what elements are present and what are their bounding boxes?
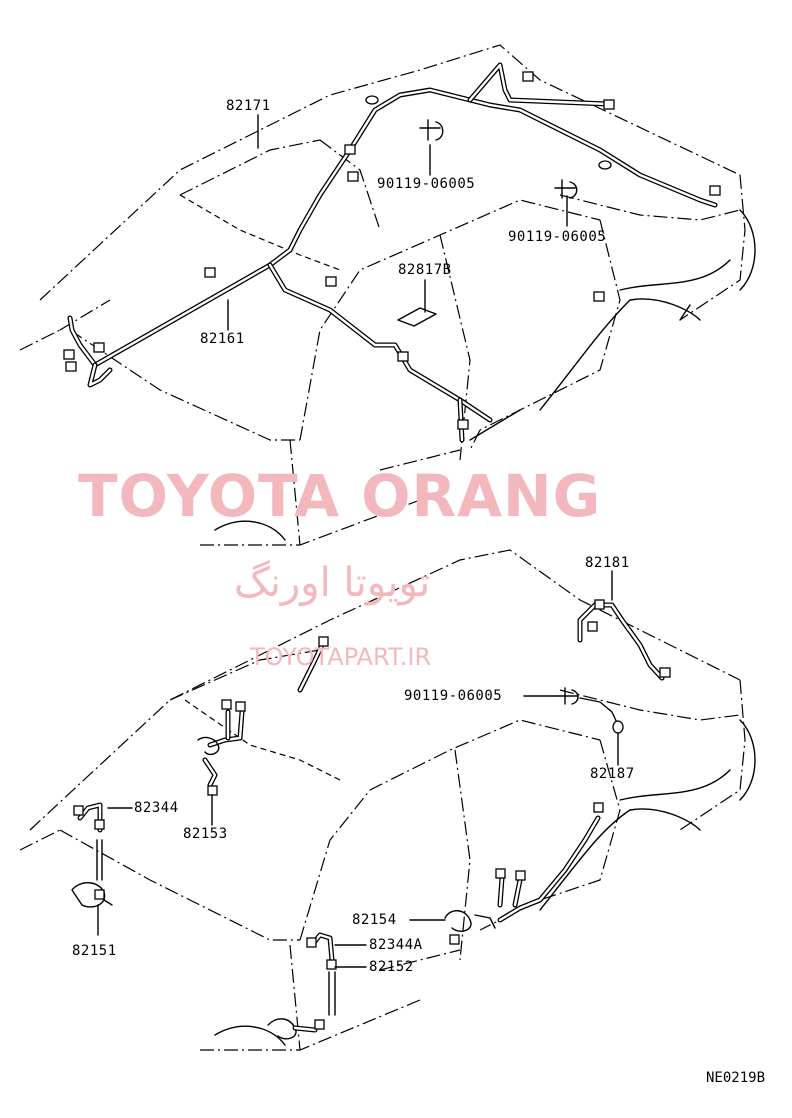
top-leaders xyxy=(227,114,568,331)
label-82344: 82344 xyxy=(134,800,179,816)
label-82161: 82161 xyxy=(200,331,245,347)
label-90119-c: 90119-06005 xyxy=(404,688,503,704)
label-82153: 82153 xyxy=(183,826,228,842)
label-82152: 82152 xyxy=(369,959,414,975)
label-82151: 82151 xyxy=(72,943,117,959)
watermark-brand-farsi: تویوتا اورنگ xyxy=(234,560,431,606)
label-82171: 82171 xyxy=(226,98,271,114)
label-82344a: 82344A xyxy=(369,937,423,953)
label-82181: 82181 xyxy=(585,555,630,571)
watermark-site: TOYOTAPART.IR xyxy=(250,643,432,671)
bottom-car-body xyxy=(19,549,756,1051)
label-90119-b: 90119-06005 xyxy=(508,229,607,245)
label-82154: 82154 xyxy=(352,912,397,928)
drawing-code: NE0219B xyxy=(706,1070,766,1086)
label-82817b: 82817B xyxy=(398,262,452,278)
bottom-car-harness xyxy=(71,599,671,1040)
top-car-harness xyxy=(63,62,721,443)
label-90119-a: 90119-06005 xyxy=(377,176,476,192)
bottom-leaders xyxy=(97,570,619,968)
label-82187: 82187 xyxy=(590,766,635,782)
top-car-body xyxy=(19,44,756,546)
watermark-brand: TOYOTA ORANG xyxy=(78,462,602,530)
